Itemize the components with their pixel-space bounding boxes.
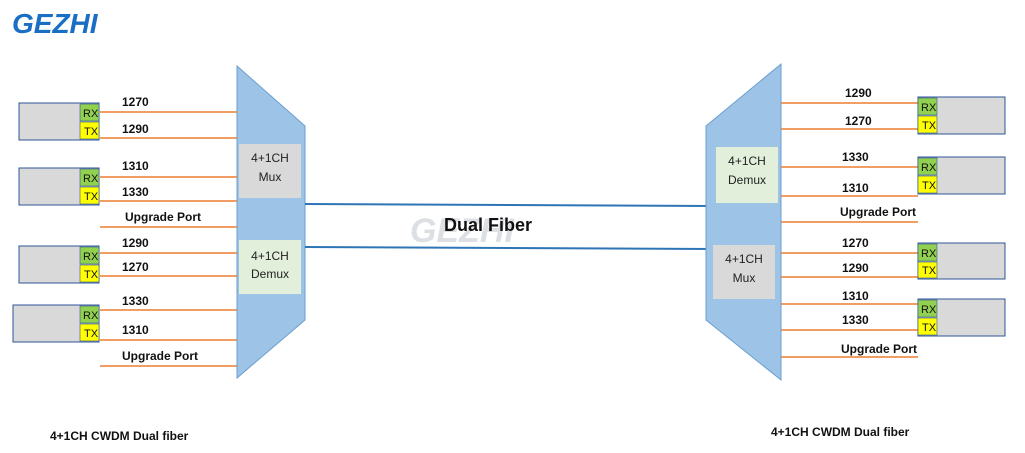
right-wl-1: 1290	[845, 86, 872, 100]
tx-label: TX	[922, 322, 937, 334]
left-wavelength-labels: 1270 1290 1310 1330 Upgrade Port 1290 12…	[122, 95, 201, 363]
tx-label: TX	[84, 126, 99, 138]
left-wl-5: Upgrade Port	[125, 210, 201, 224]
tx-port	[917, 175, 938, 194]
rx-port	[917, 243, 938, 262]
right-demux-line2: Demux	[728, 173, 766, 187]
right-wl-3: 1330	[842, 150, 869, 164]
right-demux-box: 4+1CH Demux	[716, 147, 778, 203]
left-wl-2: 1290	[122, 122, 149, 136]
tx-port	[79, 323, 100, 342]
right-wl-7: 1290	[842, 261, 869, 275]
right-caption: 4+1CH CWDM Dual fiber	[771, 425, 910, 439]
rx-port	[917, 97, 938, 116]
right-mux-demux-body	[705, 62, 782, 382]
left-wl-3: 1310	[122, 159, 149, 173]
tx-label: TX	[922, 265, 937, 277]
left-caption: 4+1CH CWDM Dual fiber	[50, 429, 189, 443]
left-demux-line1: 4+1CH	[251, 249, 289, 263]
left-mux-line1: 4+1CH	[251, 151, 289, 165]
watermark: GEZHI	[410, 212, 515, 250]
rx-label: RX	[921, 102, 937, 114]
right-mux-line2: Mux	[733, 271, 756, 285]
left-wl-1: 1270	[122, 95, 149, 109]
left-demux-line2: Demux	[251, 267, 289, 281]
right-wavelength-labels: 1290 1270 1330 1310 Upgrade Port 1270 12…	[840, 86, 917, 356]
left-transceiver-2: RX TX	[18, 167, 100, 206]
left-demux-box: 4+1CH Demux	[239, 240, 301, 294]
left-mux-line2: Mux	[259, 170, 282, 184]
rx-label: RX	[83, 173, 99, 185]
rx-port	[917, 157, 938, 176]
left-transceiver-3: RX TX	[18, 245, 100, 284]
tx-label: TX	[84, 269, 99, 281]
tx-port	[917, 317, 938, 336]
left-wl-4: 1330	[122, 185, 149, 199]
rx-label: RX	[921, 304, 937, 316]
tx-label: TX	[84, 191, 99, 203]
rx-port	[79, 246, 100, 265]
rx-label: RX	[83, 251, 99, 263]
left-wl-8: 1330	[122, 294, 149, 308]
left-mux-demux-body	[236, 64, 306, 380]
right-mux-line1: 4+1CH	[725, 252, 763, 266]
logo-text: GEZHI	[12, 8, 99, 39]
right-wl-5: Upgrade Port	[840, 205, 916, 219]
right-port-lines	[781, 102, 918, 358]
right-mux-box: 4+1CH Mux	[713, 245, 775, 299]
tx-port	[917, 261, 938, 279]
tx-label: TX	[922, 180, 937, 192]
tx-port	[917, 115, 938, 134]
rx-label: RX	[921, 162, 937, 174]
tx-port	[79, 121, 100, 140]
tx-label: TX	[84, 328, 99, 340]
left-mux-box: 4+1CH Mux	[239, 144, 301, 198]
left-transceiver-1: RX TX	[18, 102, 100, 141]
right-wl-6: 1270	[842, 236, 869, 250]
right-transceiver-4: RX TX	[917, 298, 1006, 337]
fiber-line-2	[304, 246, 713, 250]
rx-port	[917, 299, 938, 318]
rx-label: RX	[83, 108, 99, 120]
right-transceiver-1: RX TX	[917, 96, 1006, 135]
rx-port	[79, 305, 100, 324]
right-wl-2: 1270	[845, 114, 872, 128]
rx-port	[79, 103, 100, 122]
right-wl-8: 1310	[842, 289, 869, 303]
right-wl-10: Upgrade Port	[841, 342, 917, 356]
dual-fiber-label: Dual Fiber	[444, 215, 532, 235]
right-transceiver-3: RX TX	[917, 242, 1006, 280]
fiber-line-1	[304, 203, 713, 207]
dual-fiber-links	[304, 203, 713, 250]
left-wl-6: 1290	[122, 236, 149, 250]
tx-label: TX	[922, 120, 937, 132]
rx-port	[79, 168, 100, 187]
left-wl-10: Upgrade Port	[122, 349, 198, 363]
logo: GEZHI	[12, 8, 99, 39]
left-wl-9: 1310	[122, 323, 149, 337]
left-wl-7: 1270	[122, 260, 149, 274]
left-port-lines	[100, 111, 237, 367]
right-wl-9: 1330	[842, 313, 869, 327]
rx-label: RX	[83, 310, 99, 322]
tx-port	[79, 264, 100, 283]
right-wl-4: 1310	[842, 181, 869, 195]
rx-label: RX	[921, 248, 937, 260]
tx-port	[79, 186, 100, 205]
right-transceiver-2: RX TX	[917, 156, 1006, 195]
right-demux-line1: 4+1CH	[728, 154, 766, 168]
left-transceiver-4: RX TX	[12, 304, 100, 343]
